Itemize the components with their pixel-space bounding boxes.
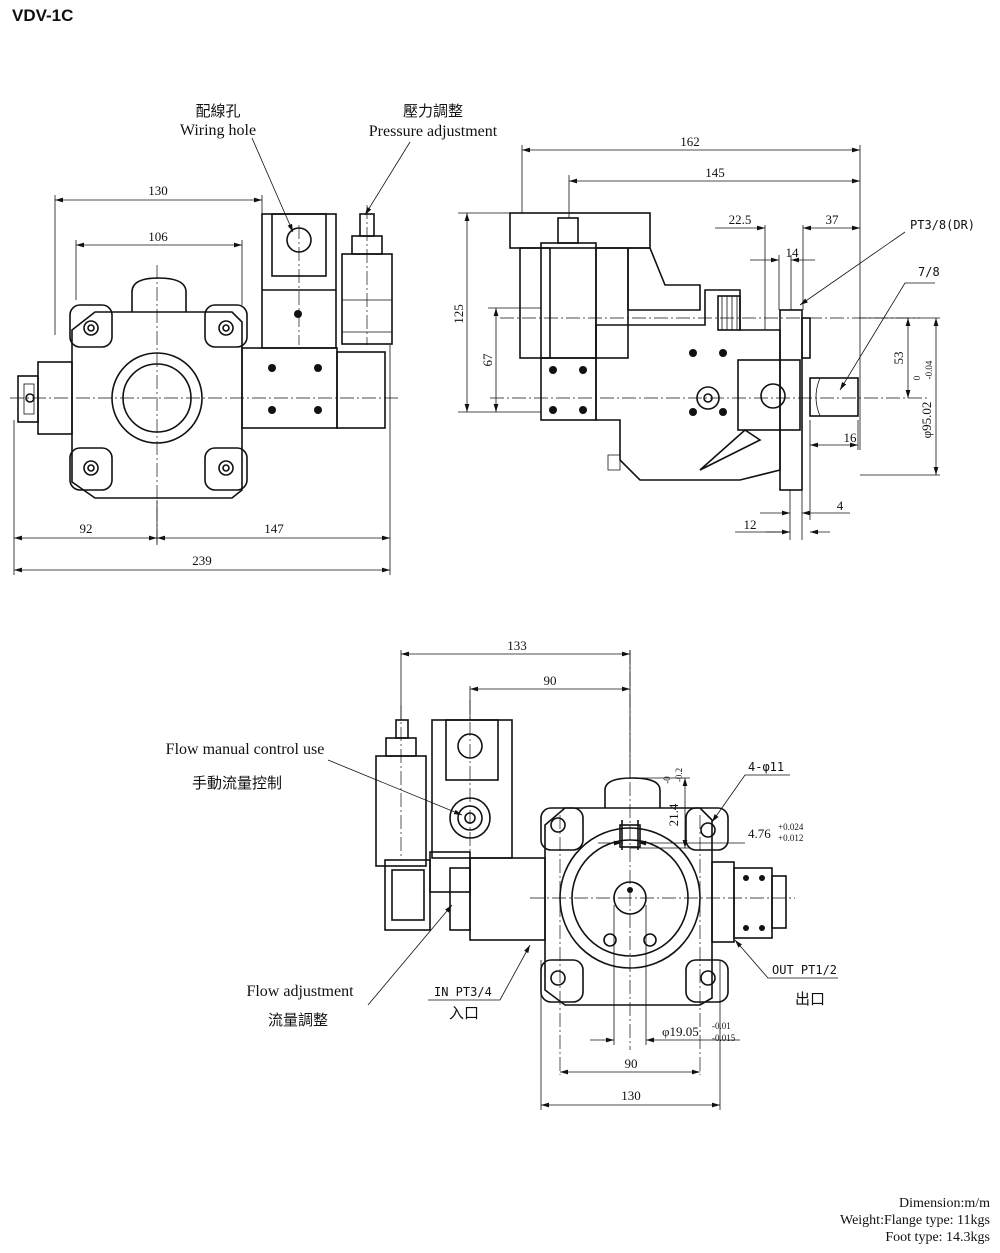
key-width: 4.76 [748, 826, 771, 841]
holes-4-dia-11: 4-φ11 [748, 760, 784, 774]
dim-90-top: 90 [544, 673, 557, 688]
dim-53: 53 [891, 352, 906, 365]
shaft-diameter: φ19.05 [662, 1024, 699, 1039]
spec-footer: Dimension:m/m Weight:Flange type: 11kgs … [840, 1195, 990, 1246]
wiring-hole-cn: 配線孔 [195, 102, 240, 120]
pt3-8-dr-label: PT3/8(DR) [910, 218, 975, 232]
dim-162: 162 [680, 134, 700, 149]
dia-95-tol-lower: -0.04 [924, 360, 934, 379]
in-port-cn: 入口 [449, 1004, 479, 1022]
dim-22-5: 22.5 [729, 212, 752, 227]
weight-flange: Weight:Flange type: 11kgs [839, 1213, 990, 1228]
dia-95-tol-upper: 0 [912, 375, 922, 380]
key-tol-lower: +0.012 [778, 833, 803, 843]
dim-12: 12 [744, 517, 757, 532]
dim-7-8: 7/8 [918, 265, 940, 279]
dim-21-4-tol-upper: -0 [662, 776, 672, 784]
out-port-label: OUT PT1/2 [772, 963, 837, 977]
weight-foot: Foot type: 14.3kgs [885, 1230, 990, 1245]
dim-125: 125 [451, 304, 466, 324]
dim-37: 37 [826, 212, 840, 227]
front-view: 配線孔 Wiring hole 壓力調整 Pressure adjustment… [10, 102, 498, 575]
rear-view: 133 90 Flow manual control use 手動流量控制 21… [166, 638, 838, 1110]
dim-90-bottom: 90 [625, 1056, 638, 1071]
flow-adjustment-label: Flow adjustment [246, 983, 354, 1000]
flow-manual-label: Flow manual control use [166, 741, 325, 758]
side-view: 162 145 22.5 37 14 PT3/8(DR) 7/8 125 67 … [451, 134, 975, 540]
dim-4: 4 [837, 498, 844, 513]
dim-21-4: 21.4 [666, 803, 681, 826]
dim-147: 147 [264, 521, 284, 536]
key-tol-upper: +0.024 [778, 822, 804, 832]
in-port-label: IN PT3/4 [434, 985, 492, 999]
out-port-cn: 出口 [795, 990, 825, 1008]
dim-145: 145 [705, 165, 725, 180]
page-title: VDV-1C [12, 6, 74, 25]
dim-106: 106 [148, 229, 168, 244]
dia-95: φ95.02 [919, 402, 934, 439]
dim-239: 239 [192, 553, 212, 568]
dim-14: 14 [786, 245, 800, 260]
dim-130-bottom: 130 [621, 1088, 641, 1103]
flow-adjustment-cn: 流量調整 [268, 1011, 328, 1029]
dim-67: 67 [480, 353, 495, 367]
shaft-tol-upper: -0.01 [712, 1021, 731, 1031]
shaft-tol-lower: -0.015 [712, 1033, 736, 1043]
wiring-hole-label: Wiring hole [180, 122, 256, 139]
dim-16: 16 [844, 430, 858, 445]
dimension-unit: Dimension:m/m [899, 1196, 990, 1211]
pressure-adjustment-label: Pressure adjustment [369, 123, 498, 140]
dim-133: 133 [507, 638, 527, 653]
pressure-adjustment-cn: 壓力調整 [403, 102, 463, 120]
dim-130: 130 [148, 183, 168, 198]
dim-21-4-tol-lower: -0.2 [674, 768, 684, 782]
flow-manual-cn: 手動流量控制 [192, 774, 282, 792]
dim-92: 92 [80, 521, 93, 536]
